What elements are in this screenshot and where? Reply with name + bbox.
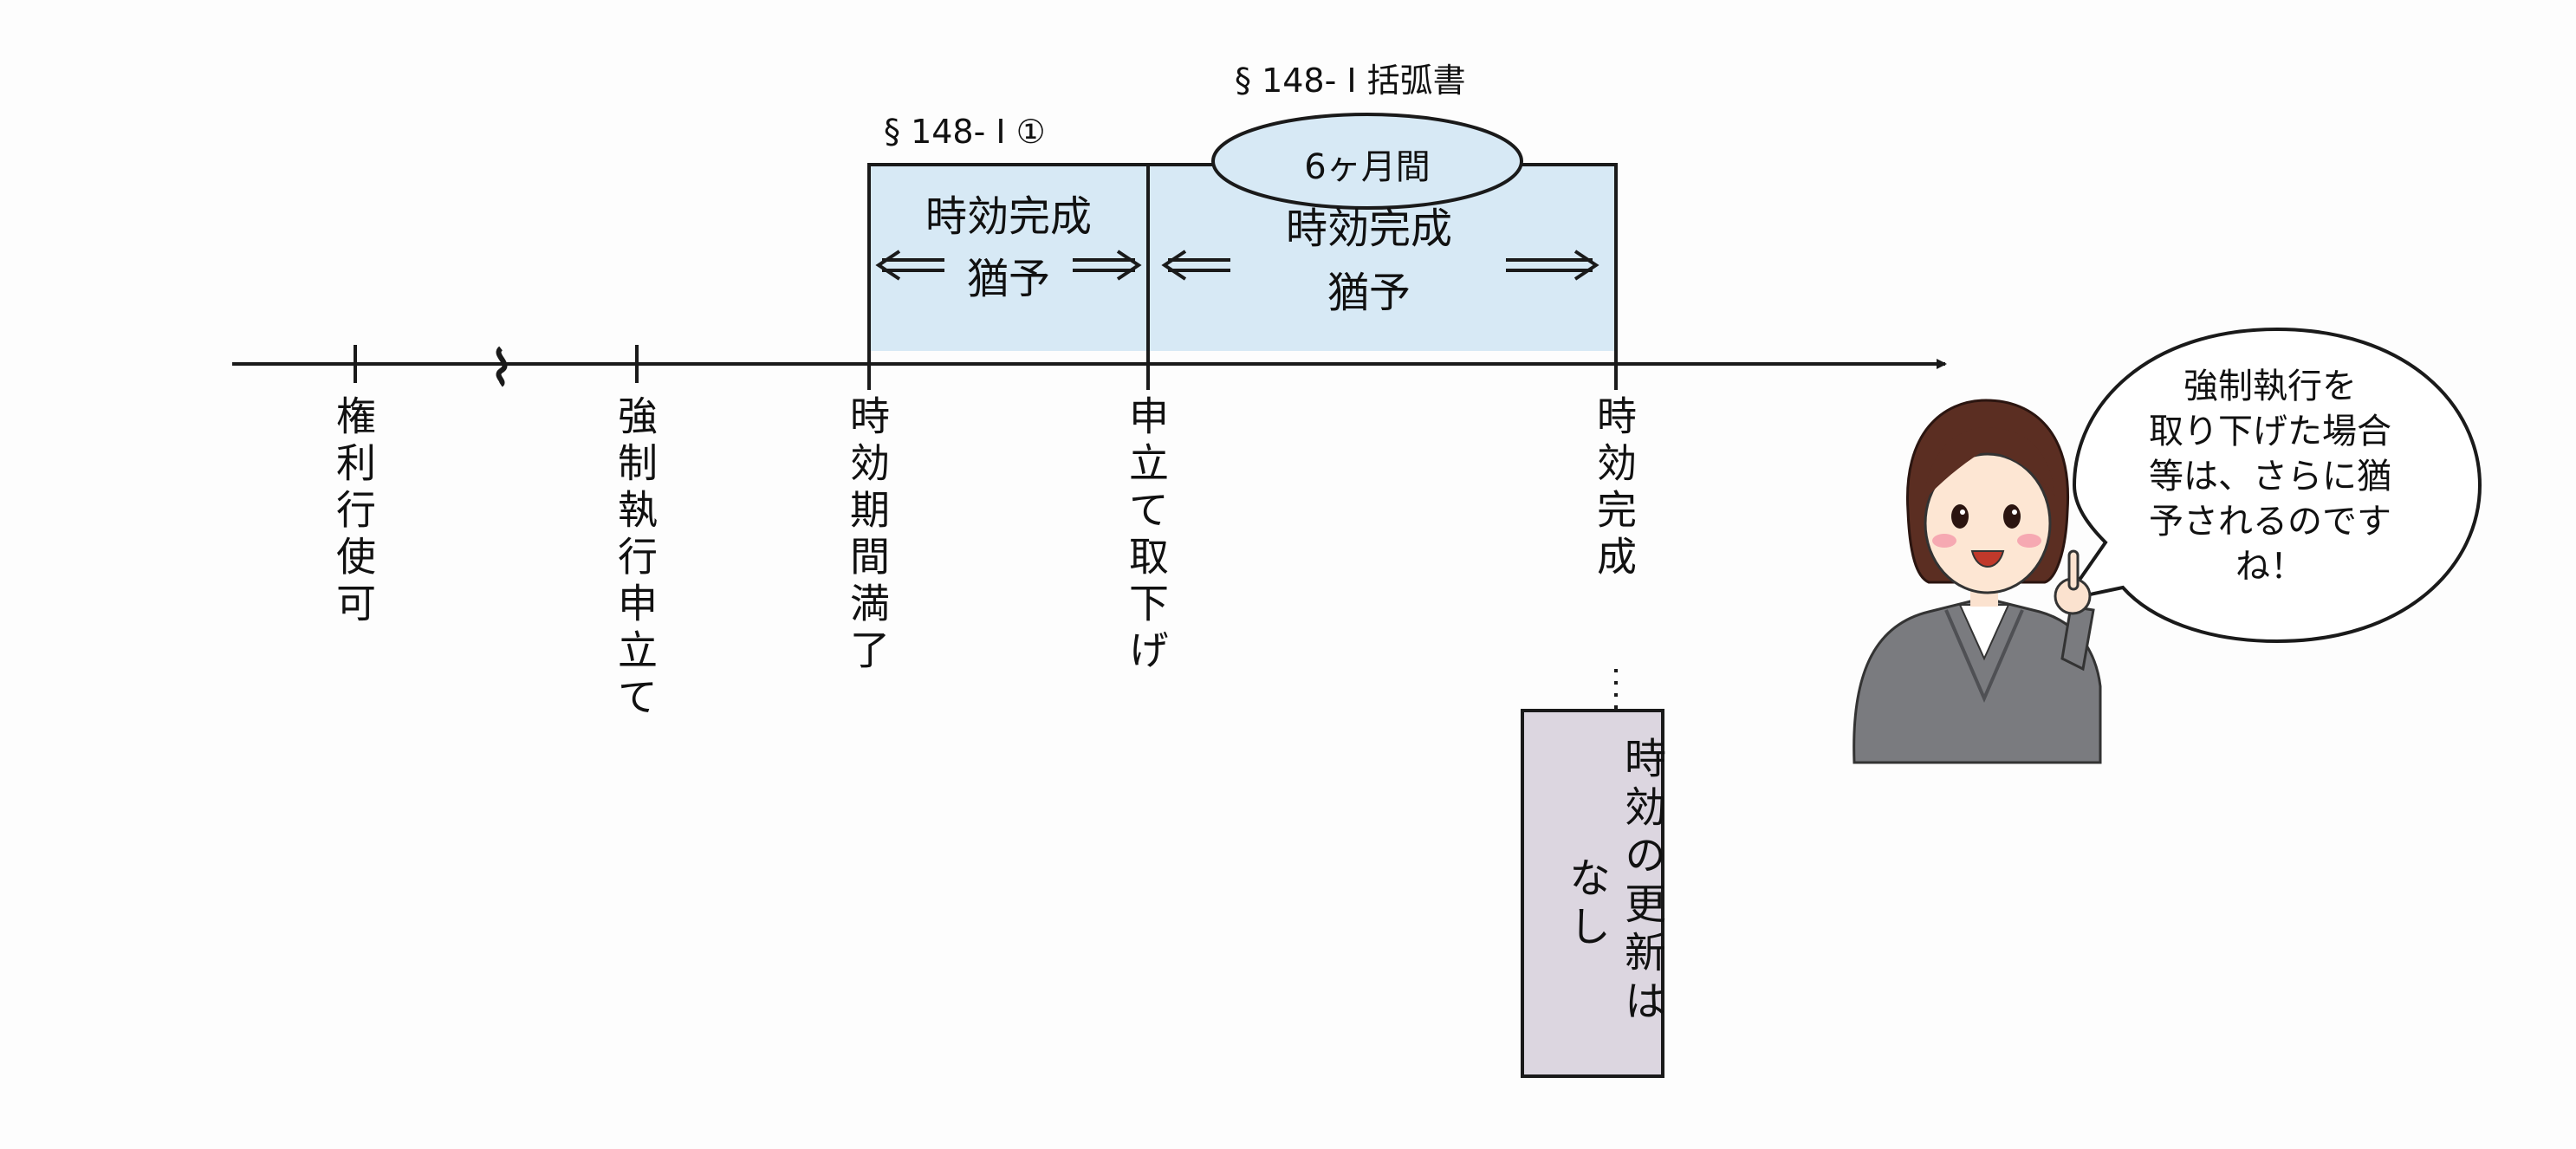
note-box xyxy=(1521,709,1664,1078)
event-label-prescription-completed: 時効完成 xyxy=(1591,395,1638,582)
event-label-enforcement-filed: 強制執行申立て xyxy=(612,395,659,723)
period-label: 6ヶ月間 xyxy=(1304,147,1431,187)
timeline-break-mark xyxy=(496,346,508,387)
note-box-line1: 時効の更新は xyxy=(1617,737,1665,1028)
speech-line: 強制執行を xyxy=(2183,367,2357,406)
presenter-icon xyxy=(1853,399,2102,764)
grace-box-1-subtitle: 猶予 xyxy=(966,255,1050,303)
speech-line: 取り下げた場合 xyxy=(2149,412,2391,451)
timeline-ticks xyxy=(354,345,1618,390)
speech-bubble xyxy=(2061,327,2482,644)
grace-box-1-title: 時効完成 xyxy=(925,192,1092,241)
double-arrow-icon xyxy=(875,250,1599,281)
article-header-2: § 148- Ⅰ 括弧書 xyxy=(1235,62,1466,100)
speech-line: ね！ xyxy=(2235,547,2305,587)
speech-line: 予されるのです xyxy=(2149,502,2391,542)
speech-line: 等は、さらに猶 xyxy=(2149,457,2391,497)
event-label-right-exercisable: 権利行使可 xyxy=(330,395,377,629)
grace-box-2-subtitle: 猶予 xyxy=(1327,269,1411,317)
period-ellipse xyxy=(1211,113,1523,210)
speech-bubble-text: 強制執行を 取り下げた場合 等は、さらに猶 予されるのです ね！ xyxy=(2140,364,2400,589)
event-label-period-expired: 時効期間満了 xyxy=(844,395,891,676)
note-box-line2: なし xyxy=(1561,856,1610,953)
grace-box-1-border xyxy=(867,163,1148,364)
event-label-filing-withdrawn: 申立て取下げ xyxy=(1123,395,1170,676)
grace-box-2-title: 時効完成 xyxy=(1285,204,1452,253)
article-header-1: § 148- Ⅰ ① xyxy=(884,113,1046,151)
